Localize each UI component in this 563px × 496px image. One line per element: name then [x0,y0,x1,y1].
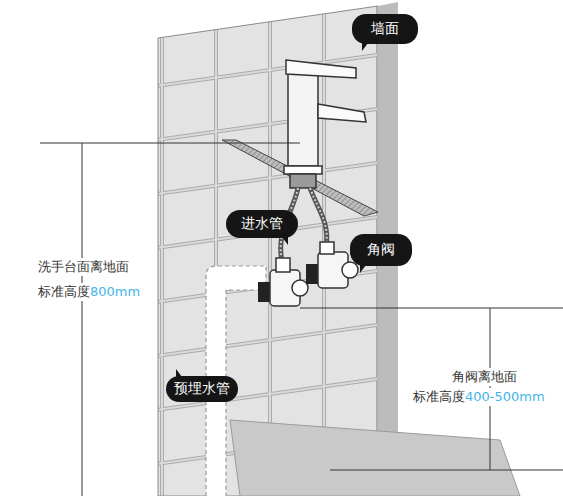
angle-valves [258,242,358,306]
dimension-label: 400-500mm [465,389,545,404]
dimension-label: 洗手台面离地面 [38,259,129,274]
callout-text: 墙面 [371,21,399,36]
callout-bubble: 进水管 [226,210,298,238]
counter-dimension [82,143,83,496]
valve-outlet-left [276,258,290,272]
valve-ring-right [306,264,318,284]
faucet-spout [318,104,366,122]
callout-text: 角阀 [367,242,395,257]
valve-height-line [300,308,563,309]
valve-outlet-right [320,242,334,254]
callout-text: 预埋水管 [174,381,230,396]
callout-bubble: 角阀 [350,234,412,266]
callout-text: 进水管 [241,216,283,231]
dimension-text: 标准高度800mm [38,283,140,301]
callout-bubble: 预埋水管 [166,376,238,402]
dimension-label: 标准高度 [413,389,465,404]
faucet-base [284,166,322,174]
dimension-label: 角阀离地面 [452,369,517,384]
hose-right [310,188,327,248]
faucet-body [288,70,318,166]
dimension-label: 标准高度 [38,284,90,299]
floor-line [330,470,563,471]
dimension-text: 标准高度400-500mm [413,388,545,406]
hose-right-braid [310,188,327,248]
valve-ring-left [258,282,270,302]
dimension-label: 800mm [90,284,140,299]
dimension-lines [40,143,563,496]
mounting-nut [290,174,316,188]
floor [230,420,520,496]
dimension-text: 角阀离地面 [452,368,517,386]
valve-knob-left [292,280,308,296]
wall [158,2,520,496]
faucet-lever [286,60,356,78]
dimension-text: 洗手台面离地面 [38,258,129,276]
faucet [284,60,366,188]
callout-bubble: 墙面 [352,14,418,44]
valve-knob-right [342,262,358,278]
counter-height-line [40,143,300,144]
